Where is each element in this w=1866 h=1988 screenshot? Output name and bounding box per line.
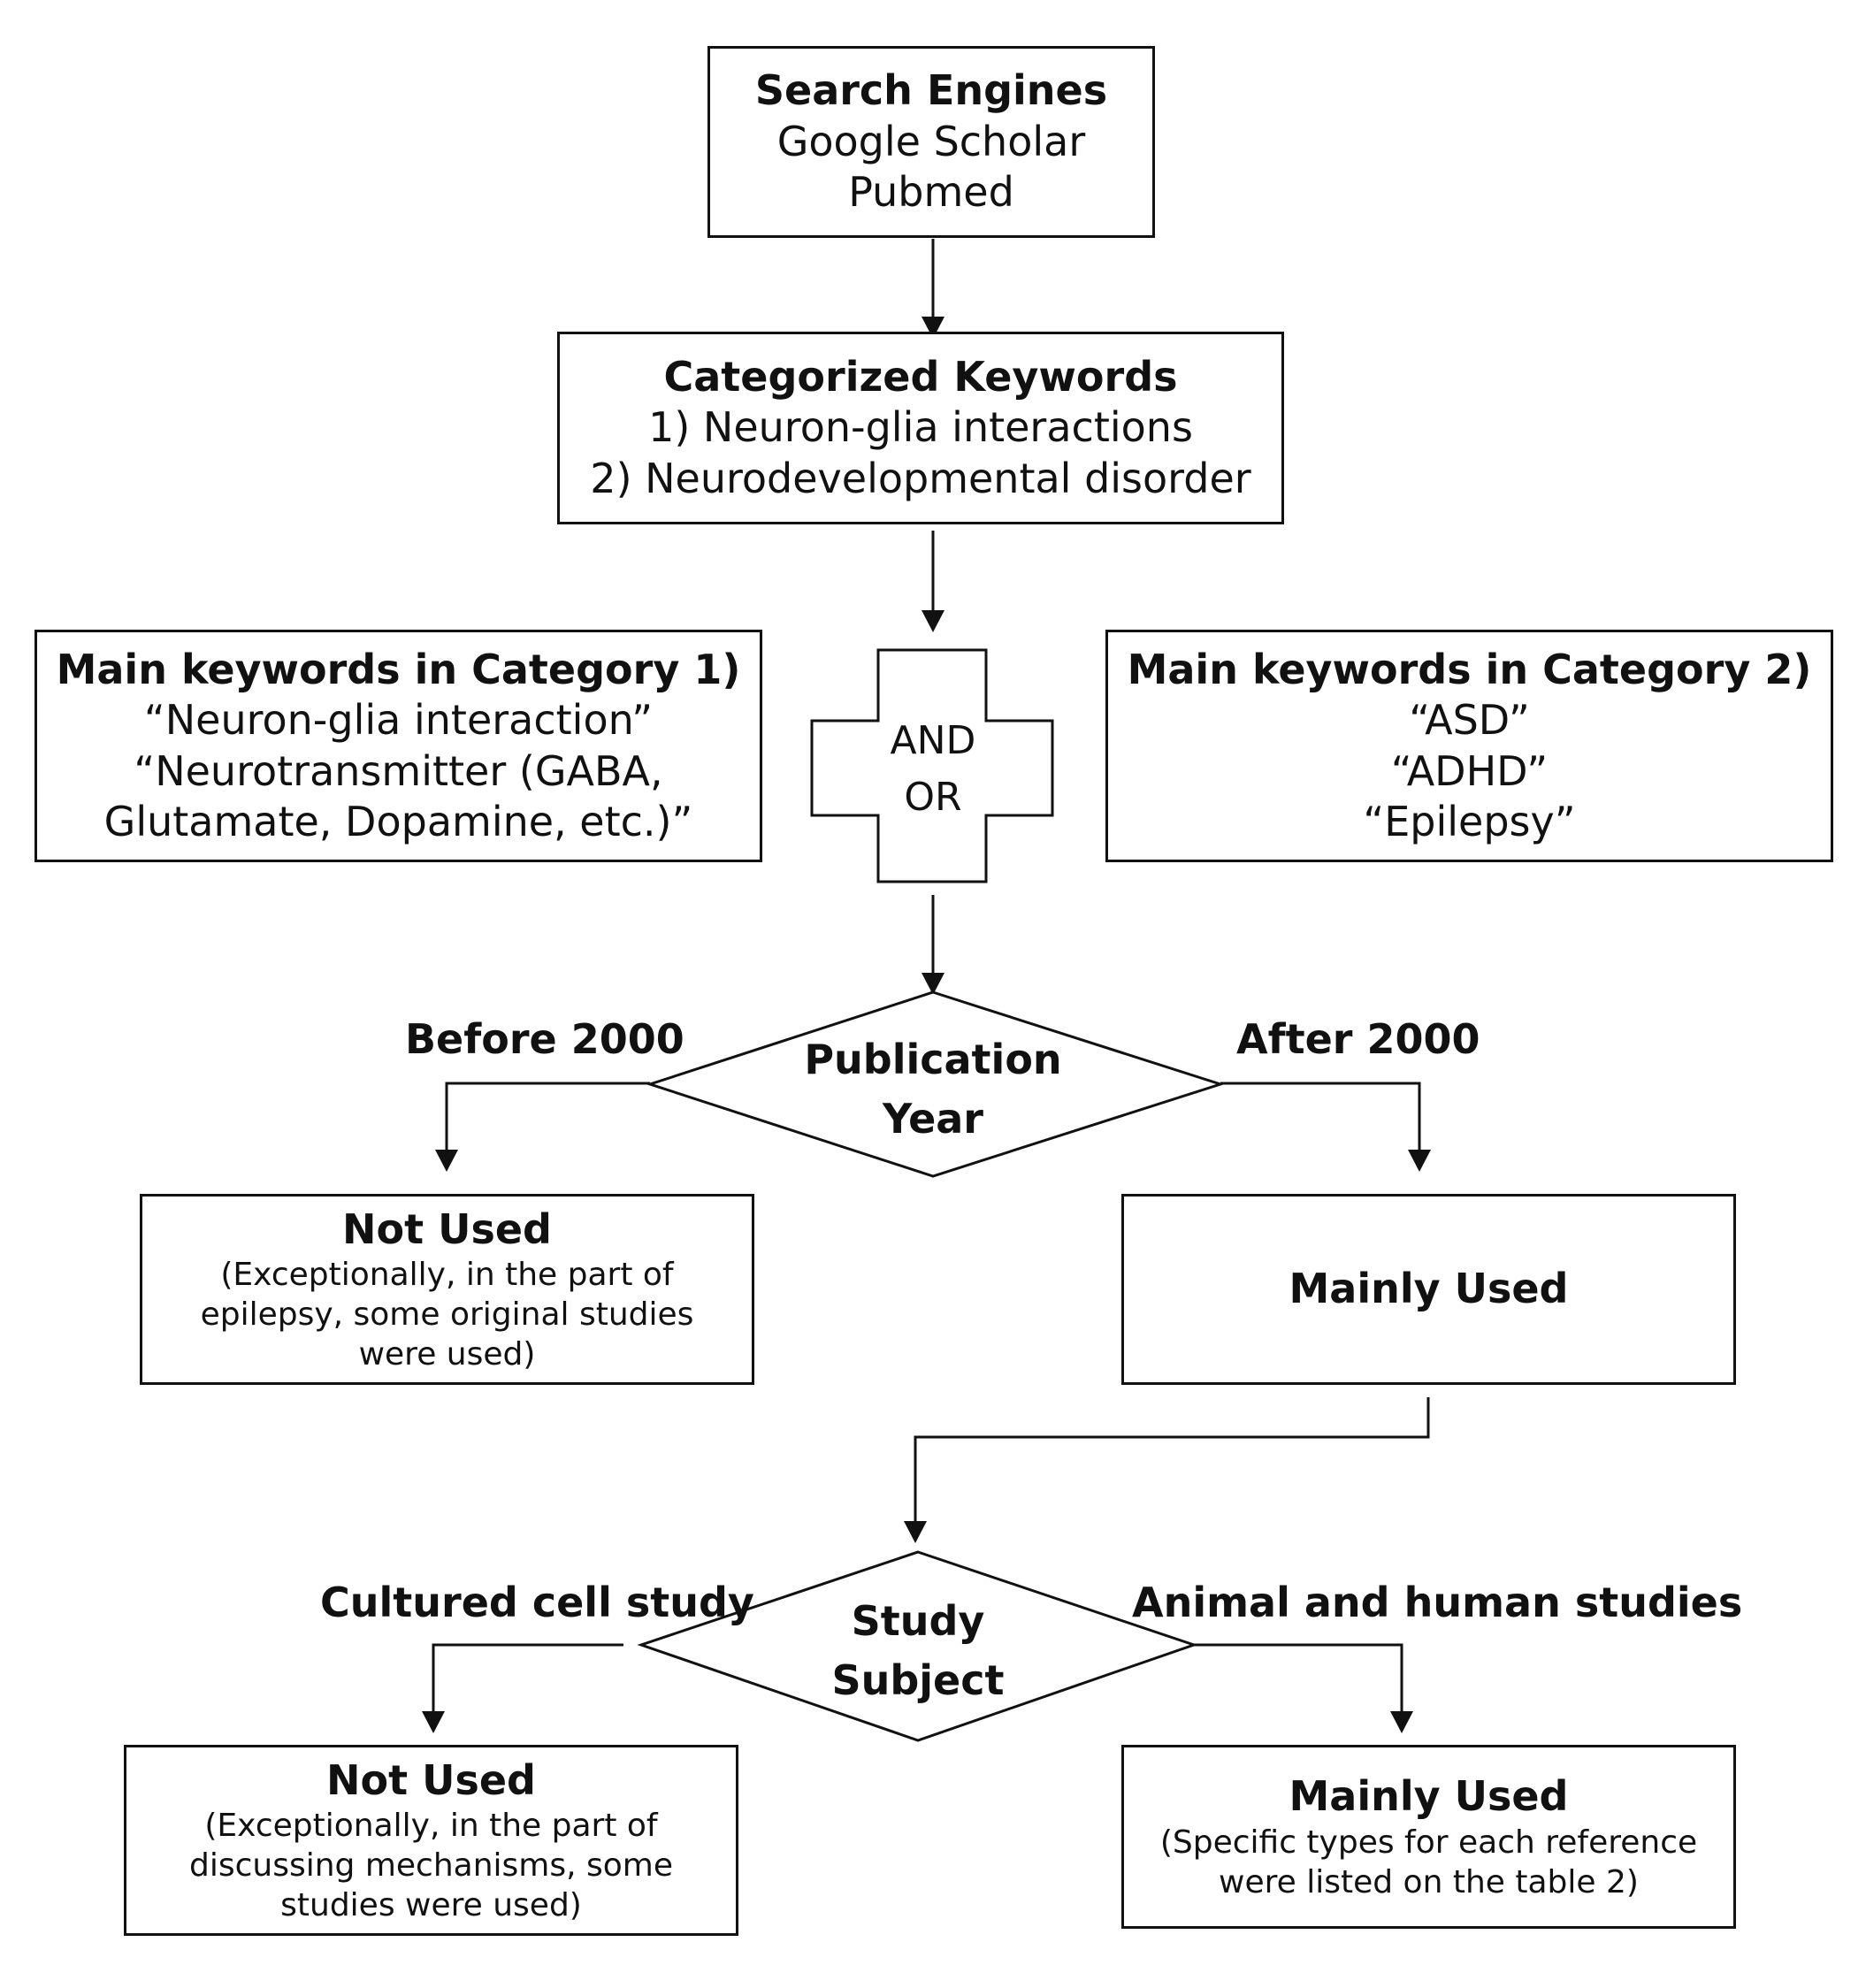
category-1-keyword: Glutamate, Dopamine, etc.)”	[103, 798, 693, 845]
categorized-keywords-box: Categorized Keywords 1) Neuron-glia inte…	[557, 332, 1284, 524]
arrow-subject-animal-human	[1194, 1643, 1403, 1711]
arrow-subject-cultured-cell	[432, 1643, 623, 1711]
subject-mainly-used-box: Mainly Used (Specific types for each ref…	[1121, 1745, 1736, 1929]
arrowhead	[1408, 1150, 1431, 1172]
category-2-keyword: “Epilepsy”	[1363, 798, 1576, 845]
category-1-keyword: “Neurotransmitter (GABA,	[134, 746, 663, 795]
not-used-title: Not Used	[342, 1204, 552, 1253]
arrowhead	[422, 1711, 445, 1733]
cultured-cell-study-label: Cultured cell study	[320, 1579, 754, 1626]
mainly-used-title: Mainly Used	[1289, 1265, 1569, 1313]
not-used-title: Not Used	[326, 1755, 536, 1804]
keyword-category-item: 2) Neurodevelopmental disorder	[590, 454, 1251, 502]
arrowhead	[922, 973, 944, 995]
not-used-note: epilepsy, some original studies	[200, 1296, 694, 1334]
mainly-used-note: (Specific types for each reference	[1159, 1824, 1698, 1861]
search-engines-box: Search Engines Google Scholar Pubmed	[707, 46, 1155, 238]
category-2-title: Main keywords in Category 2)	[1127, 645, 1812, 693]
not-used-note: were used)	[358, 1336, 536, 1373]
after-2000-label: After 2000	[1236, 1015, 1480, 1063]
category-1-title: Main keywords in Category 1)	[56, 645, 741, 693]
category-1-keyword: “Neuron-glia interaction”	[143, 696, 654, 744]
category-2-keyword: “ADHD”	[1390, 746, 1549, 795]
category-2-keywords-box: Main keywords in Category 2) “ASD” “ADHD…	[1105, 630, 1833, 862]
operator-label: AND OR	[890, 718, 976, 820]
subject-diamond-shape	[637, 1550, 1198, 1742]
pubyear-diamond-shape	[646, 990, 1225, 1178]
arrowhead	[922, 317, 944, 339]
pubyear-mainly-used-box: Mainly Used	[1121, 1194, 1736, 1385]
arrowhead	[1390, 1711, 1413, 1733]
search-engine-item: Pubmed	[848, 168, 1014, 217]
not-used-note: (Exceptionally, in the part of	[220, 1257, 674, 1294]
keyword-category-item: 1) Neuron-glia interactions	[648, 403, 1193, 452]
search-engine-item: Google Scholar	[776, 117, 1086, 165]
arrow-pubyear-before-2000	[445, 1082, 650, 1150]
category-2-keyword: “ASD”	[1409, 696, 1530, 744]
category-1-keywords-box: Main keywords in Category 1) “Neuron-gli…	[34, 630, 762, 862]
subject-decision-label: Study Subject	[831, 1597, 1005, 1704]
arrowhead	[904, 1521, 927, 1543]
pubyear-decision-label: Publication Year	[804, 1036, 1062, 1143]
arrowhead	[922, 610, 944, 632]
before-2000-label: Before 2000	[405, 1015, 684, 1063]
subject-not-used-box: Not Used (Exceptionally, in the part of …	[124, 1745, 738, 1936]
not-used-note: studies were used)	[280, 1887, 582, 1924]
mainly-used-note: were listed on the table 2)	[1219, 1863, 1639, 1900]
operator-cross-shape	[810, 648, 1054, 883]
not-used-note: discussing mechanisms, some	[188, 1847, 673, 1885]
categorized-keywords-title: Categorized Keywords	[663, 352, 1178, 401]
pubyear-not-used-box: Not Used (Exceptionally, in the part of …	[140, 1194, 754, 1385]
search-engines-title: Search Engines	[754, 66, 1108, 115]
animal-human-studies-label: Animal and human studies	[1132, 1579, 1743, 1626]
not-used-note: (Exceptionally, in the part of	[204, 1808, 658, 1845]
arrow-pubyear-after-2000	[1220, 1082, 1421, 1150]
arrowhead	[435, 1150, 458, 1172]
mainly-used-title: Mainly Used	[1289, 1772, 1569, 1821]
arrow-used-to-subject	[914, 1397, 1430, 1521]
